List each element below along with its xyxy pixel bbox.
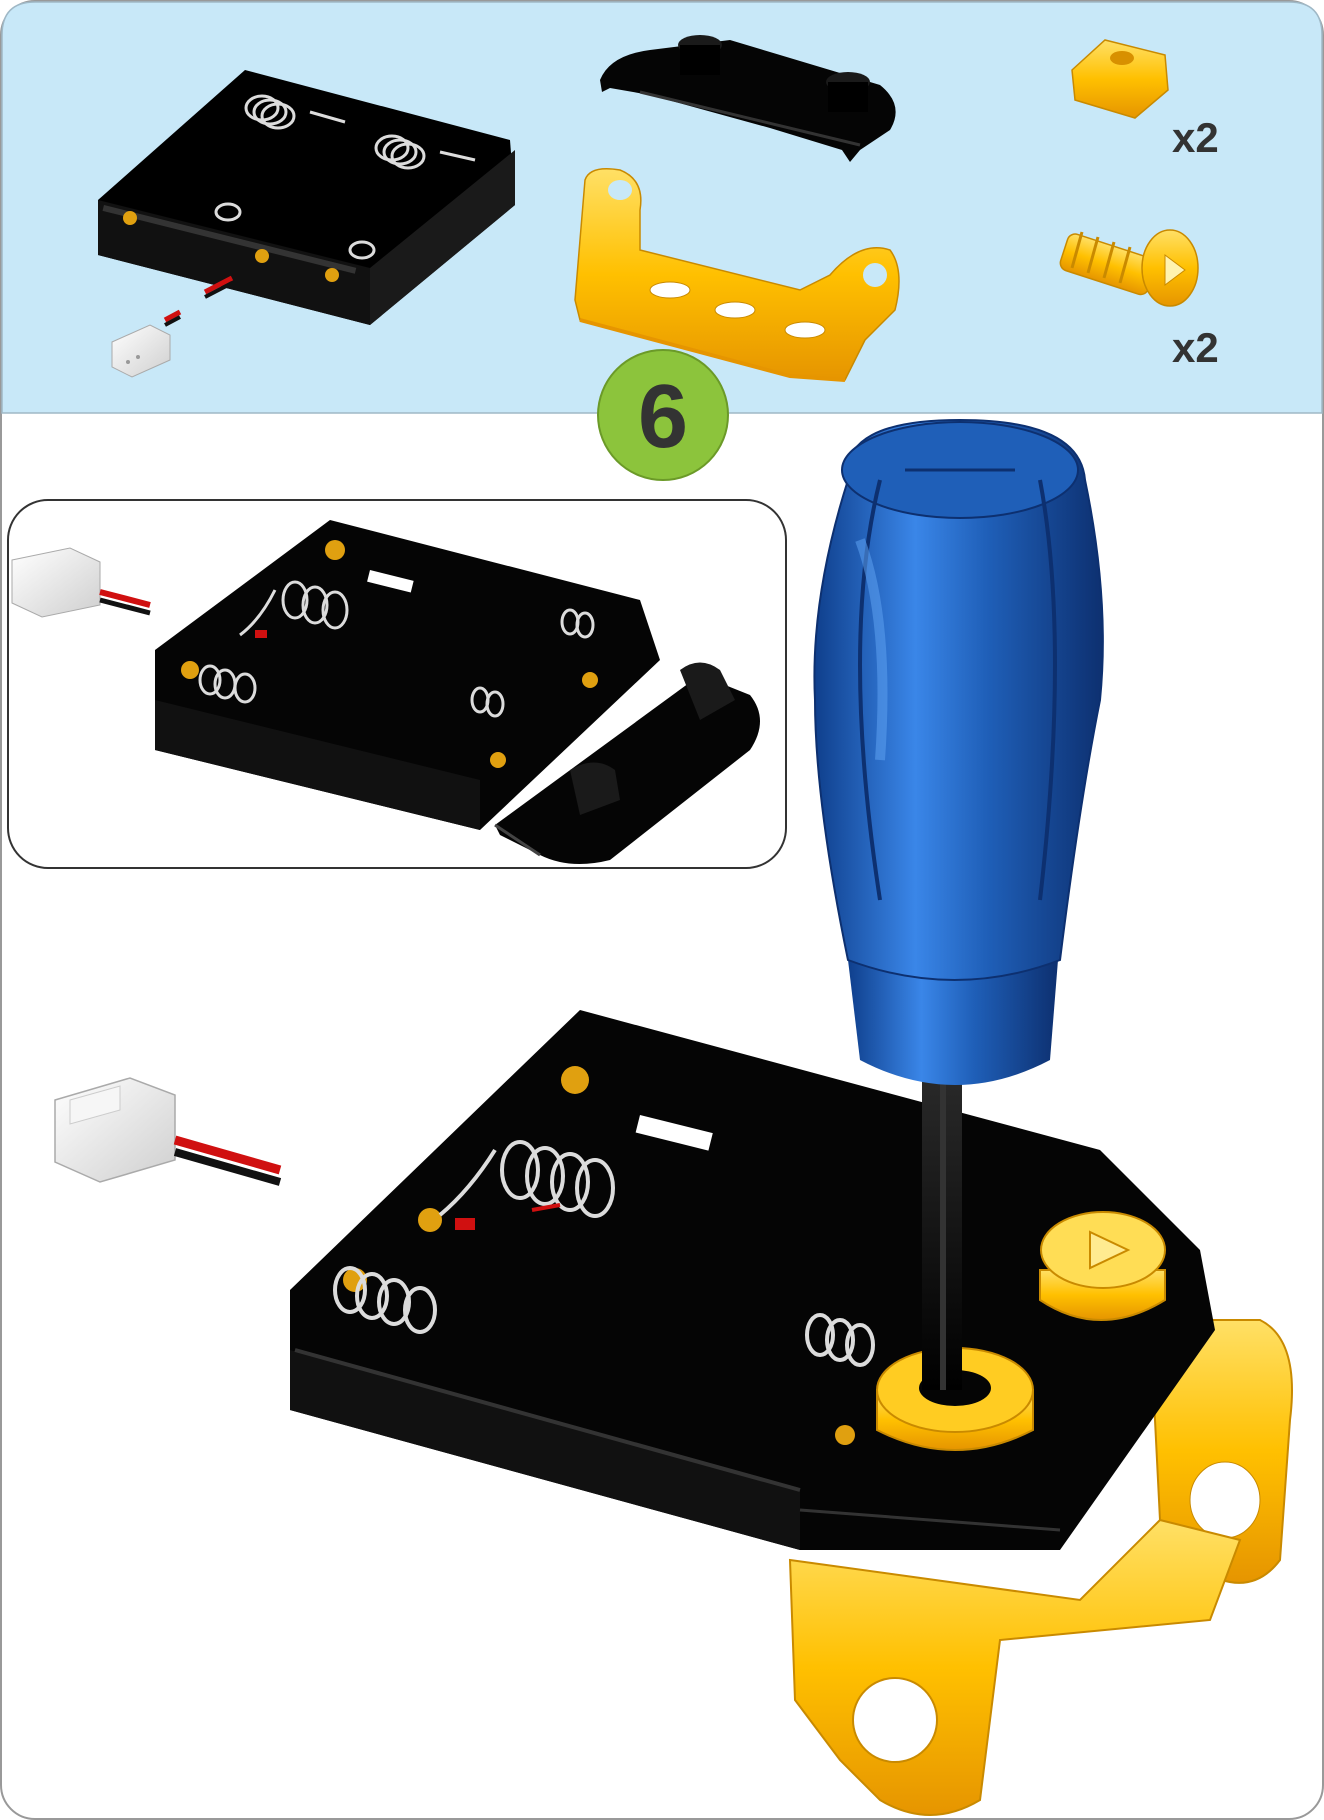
main-screw-head-icon [1039, 1211, 1166, 1321]
nut-count: x2 [1172, 114, 1219, 161]
step-number: 6 [638, 367, 688, 467]
inset-clip-bar-icon [494, 662, 760, 864]
main-bracket-icon [788, 1319, 1293, 1816]
inset-connector-icon [11, 547, 151, 618]
battery-holder-icon [98, 70, 515, 327]
screw-count: x2 [1172, 324, 1219, 371]
yellow-u-bracket-icon [574, 168, 900, 382]
black-clip-bar-icon [600, 35, 896, 162]
main-connector-icon [54, 1077, 282, 1186]
yellow-screw-icon [1059, 229, 1199, 307]
step-badge: 6 [597, 349, 729, 481]
inset-battery-holder-icon [155, 520, 660, 830]
wire-connector-icon [111, 324, 171, 378]
square-nut-icon [1071, 39, 1169, 119]
screwdriver-icon [813, 418, 1104, 1390]
